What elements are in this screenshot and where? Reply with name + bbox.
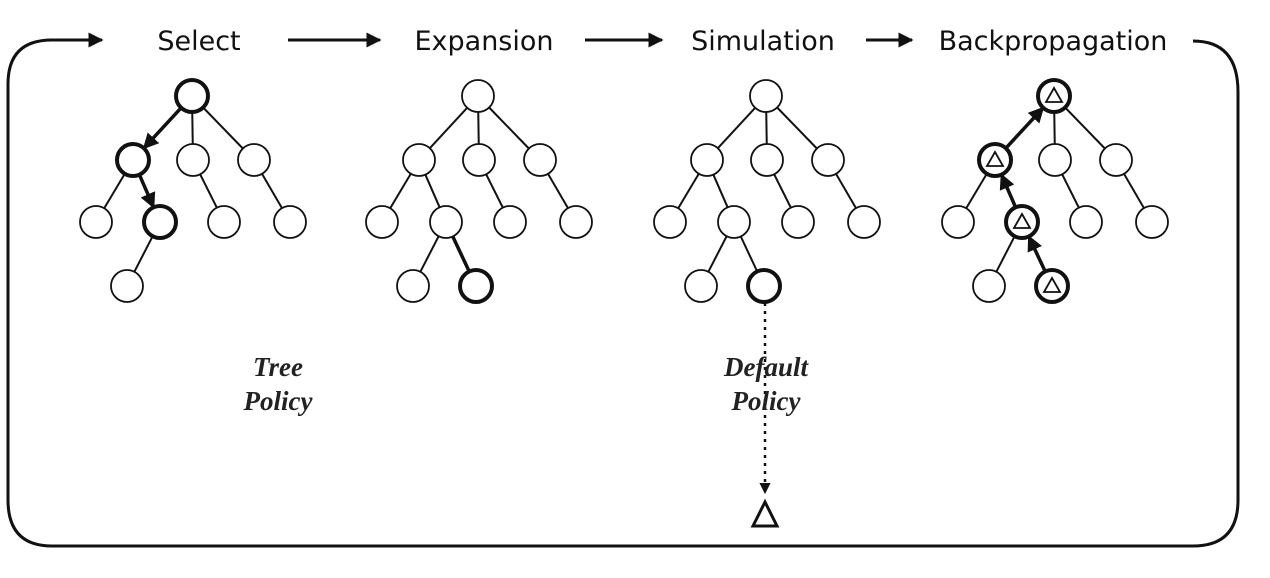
tree-node-leaf-2 (746, 268, 782, 304)
tree-edge (712, 174, 729, 208)
tree-node-grandchild-3 (493, 205, 527, 239)
tree-node-right-child (1099, 143, 1133, 177)
tree-expansion (365, 79, 593, 304)
tree-node-grandchild-3 (781, 205, 815, 239)
tree-node-root (749, 79, 783, 113)
tree-edge (477, 111, 480, 145)
tree-node-grandchild-3 (207, 205, 241, 239)
tree-edge (199, 173, 218, 209)
tree-node-grandchild-2 (717, 205, 751, 239)
value-triangle-icon (1042, 276, 1062, 293)
tree-edge (773, 173, 792, 209)
tree-policy-label: Tree (253, 352, 303, 382)
tree-select (79, 78, 307, 303)
tree-edge (142, 106, 183, 150)
tree-node-root (1036, 78, 1072, 114)
tree-node-middle-child (750, 143, 784, 177)
tree-edge (835, 173, 857, 209)
stage-label-select: Select (157, 26, 240, 57)
tree-node-leaf-1 (396, 269, 430, 303)
tree-edge (965, 173, 988, 209)
tree-node-middle-child (176, 143, 210, 177)
value-triangle-icon (985, 150, 1005, 167)
tree-edge (424, 174, 441, 208)
tree-edge (202, 106, 244, 150)
tree-edge (419, 235, 440, 273)
tree-edge (1004, 106, 1045, 150)
tree-node-grandchild-2 (142, 204, 178, 240)
tree-node-left-child (115, 142, 151, 178)
stage-label-expansion: Expansion (414, 26, 553, 57)
stage-label-backpropagation: Backpropagation (939, 26, 1168, 57)
tree-edge (739, 236, 759, 272)
tree-node-left-child (402, 143, 436, 177)
tree-node-root (174, 78, 210, 114)
tree-policy-label-line2: Policy (243, 386, 314, 416)
tree-node-leaf-2 (458, 268, 494, 304)
tree-edge (488, 106, 530, 150)
tree-node-middle-child (462, 143, 496, 177)
tree-node-root (461, 79, 495, 113)
tree-node-grandchild-4 (1135, 205, 1169, 239)
tree-simulation (653, 79, 881, 304)
tree-edge (389, 173, 412, 209)
stage-label-simulation: Simulation (691, 26, 835, 57)
default-policy-label: Default (723, 352, 809, 382)
tree-edge (547, 173, 569, 209)
tree-edge (133, 235, 154, 273)
tree-edge (765, 111, 768, 145)
tree-node-grandchild-1 (653, 205, 687, 239)
tree-edge (137, 173, 156, 209)
tree-edge (485, 173, 504, 209)
terminal-triangle (750, 498, 780, 528)
tree-edge (999, 173, 1018, 209)
tree-node-grandchild-4 (559, 205, 593, 239)
tree-node-leaf-2 (1034, 268, 1070, 304)
tree-node-grandchild-2 (1004, 204, 1040, 240)
tree-node-right-child (237, 143, 271, 177)
loop-frame (6, 32, 1240, 548)
value-triangle-icon (1012, 212, 1032, 229)
value-triangle-icon (1044, 86, 1064, 103)
tree-node-grandchild-3 (1069, 205, 1103, 239)
tree-node-left-child (690, 143, 724, 177)
tree-edge (1061, 173, 1080, 209)
tree-edge (995, 235, 1016, 273)
tree-edge (1027, 235, 1047, 273)
tree-edge (677, 173, 700, 209)
tree-node-grandchild-2 (429, 205, 463, 239)
tree-edge (191, 111, 194, 145)
tree-edge (451, 235, 471, 273)
tree-backpropagation (941, 78, 1169, 304)
tree-node-grandchild-1 (365, 205, 399, 239)
tree-edge (1123, 173, 1145, 209)
tree-edge (103, 173, 126, 209)
tree-edge (261, 173, 283, 209)
tree-edge (717, 107, 756, 149)
tree-node-middle-child (1038, 143, 1072, 177)
tree-node-right-child (811, 143, 845, 177)
tree-node-leaf-1 (972, 269, 1006, 303)
tree-node-grandchild-1 (79, 205, 113, 239)
tree-node-left-child (977, 142, 1013, 178)
tree-edge (1053, 111, 1056, 145)
tree-node-right-child (523, 143, 557, 177)
default-policy-label-line2: Policy (731, 386, 802, 416)
tree-edge (1064, 106, 1106, 150)
tree-edge (429, 107, 468, 149)
tree-node-grandchild-1 (941, 205, 975, 239)
tree-node-grandchild-4 (273, 205, 307, 239)
tree-node-grandchild-4 (847, 205, 881, 239)
tree-edge (707, 235, 728, 273)
tree-node-leaf-1 (684, 269, 718, 303)
tree-node-leaf-1 (110, 269, 144, 303)
tree-edge (776, 106, 818, 150)
